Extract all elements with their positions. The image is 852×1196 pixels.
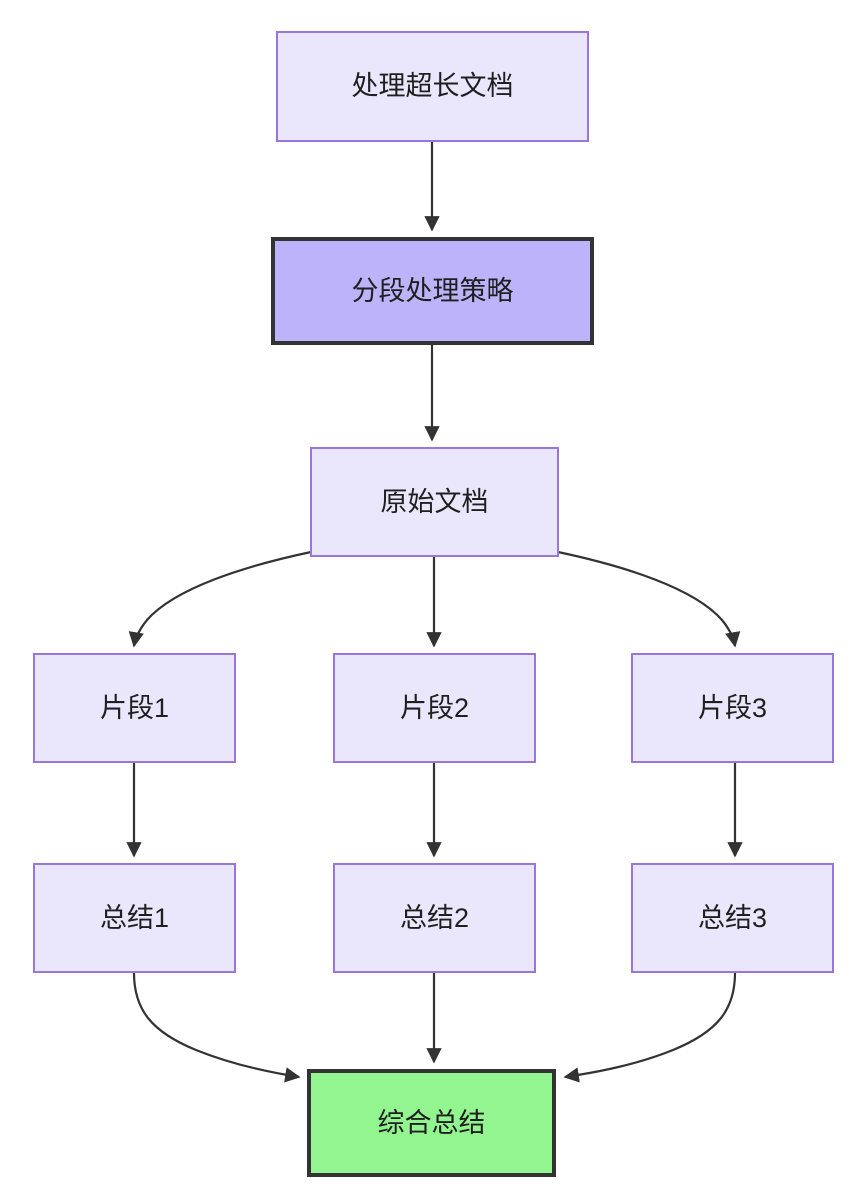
node-summary-3[interactable]: 总结3 — [631, 863, 834, 973]
node-label: 片段1 — [99, 692, 170, 723]
edge-n7-n10 — [132, 972, 301, 1083]
node-label: 片段2 — [399, 692, 470, 723]
edge-n3-n6 — [557, 550, 741, 648]
node-original-document[interactable]: 原始文档 — [310, 447, 559, 557]
node-fragment-1[interactable]: 片段1 — [33, 653, 236, 763]
node-process-long-document[interactable]: 处理超长文档 — [276, 31, 589, 142]
node-summary-1[interactable]: 总结1 — [33, 863, 236, 973]
node-label: 总结1 — [99, 902, 170, 933]
node-label: 原始文档 — [380, 486, 489, 517]
node-label: 总结3 — [697, 902, 768, 933]
node-summary-2[interactable]: 总结2 — [333, 863, 536, 973]
node-fragment-2[interactable]: 片段2 — [333, 653, 536, 763]
node-label: 分段处理策略 — [351, 275, 514, 306]
node-label: 处理超长文档 — [351, 71, 514, 102]
edge-n3-n4 — [128, 550, 312, 648]
node-final-summary[interactable]: 综合总结 — [307, 1069, 556, 1177]
node-chunking-strategy[interactable]: 分段处理策略 — [271, 237, 594, 345]
edge-n9-n10 — [563, 972, 737, 1083]
node-label: 综合总结 — [377, 1107, 486, 1138]
node-label: 片段3 — [697, 692, 768, 723]
node-label: 总结2 — [399, 902, 470, 933]
node-fragment-3[interactable]: 片段3 — [631, 653, 834, 763]
